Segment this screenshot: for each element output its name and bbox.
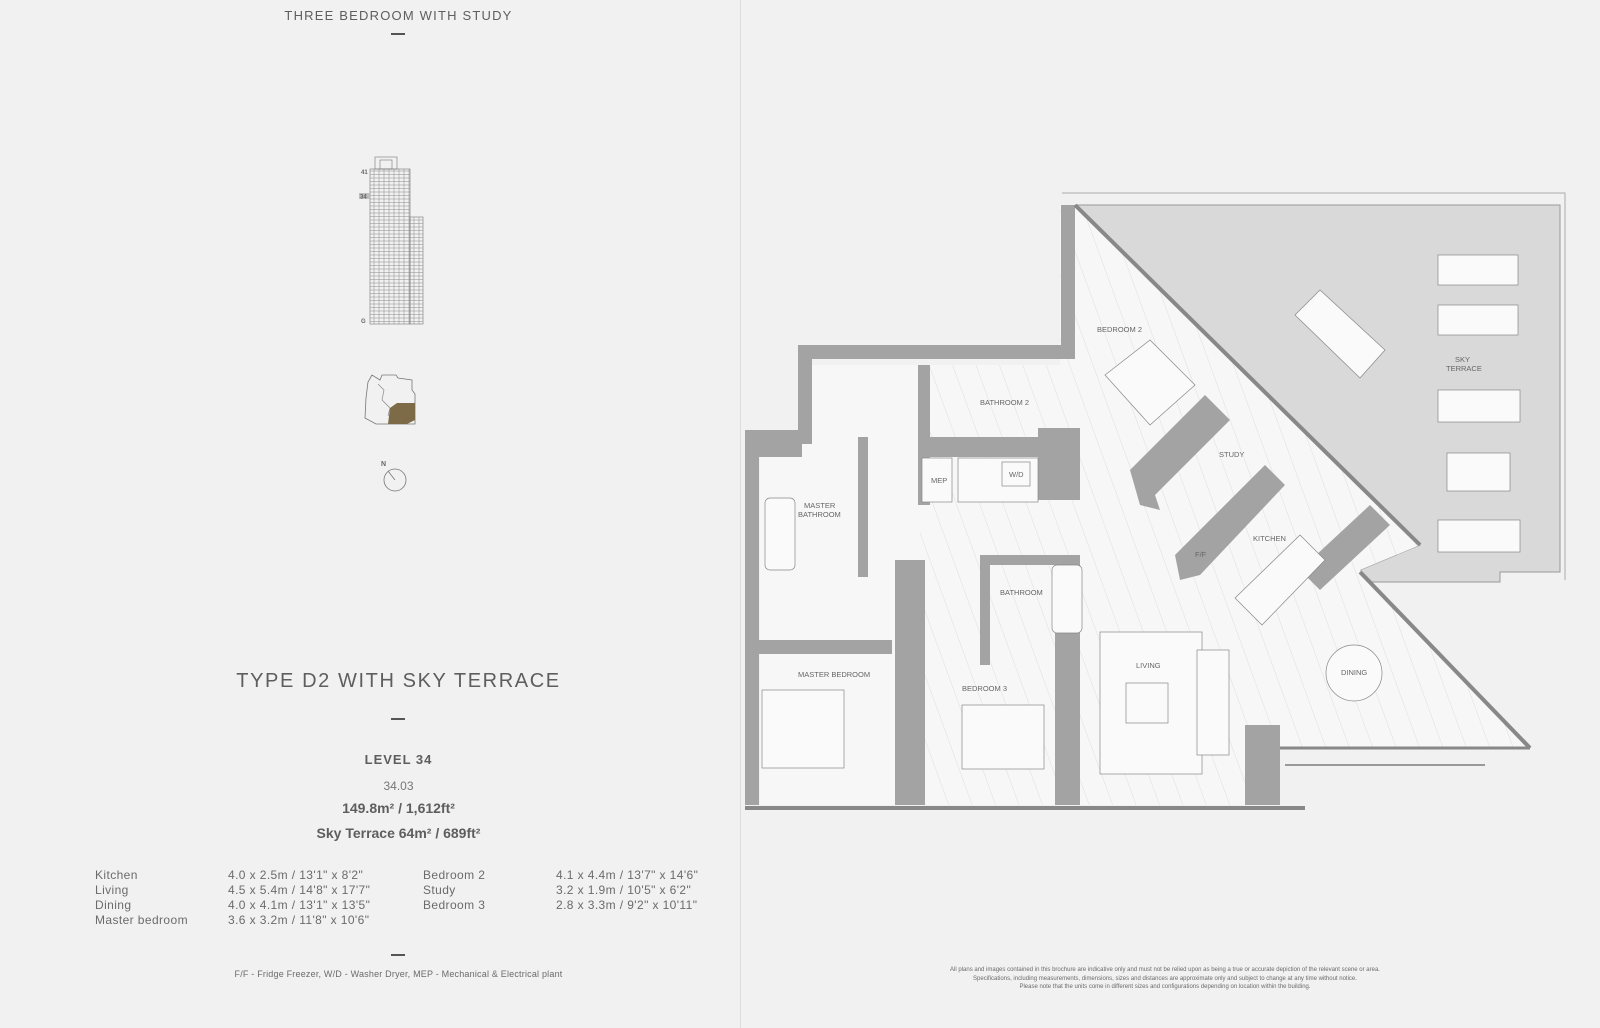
- terrace-table: [1294, 289, 1386, 379]
- unit-type-title: TYPE D2 WITH SKY TERRACE: [236, 670, 561, 692]
- master-bed: [761, 689, 845, 769]
- terrace-boundary: [1062, 192, 1566, 580]
- bath-tub: [1051, 564, 1083, 634]
- label-kitchen: KITCHEN: [1253, 534, 1286, 543]
- label-ff: F/F: [1195, 550, 1207, 559]
- label-wd: W/D: [1009, 470, 1024, 479]
- mep-cupboard: [921, 457, 953, 503]
- label-living: LIVING: [1136, 661, 1161, 670]
- kitchen-island: [1234, 534, 1326, 626]
- label-bathroom: BATHROOM: [1000, 588, 1043, 597]
- room-name: Bedroom 2: [423, 868, 486, 882]
- unit-level: LEVEL 34: [364, 752, 433, 767]
- master-bath-tub: [764, 497, 796, 571]
- label-sky-terrace-2: TERRACE: [1446, 364, 1482, 373]
- room-name: Study: [423, 883, 456, 897]
- type-divider: [391, 718, 405, 720]
- building-elevation-icon: 41 34 G: [359, 156, 424, 325]
- label-master-bathroom-2: BATHROOM: [798, 510, 841, 519]
- glazing-terrace: [1073, 203, 1422, 547]
- room-name: Bedroom 3: [423, 898, 486, 912]
- room-size: 4.5 x 5.4m / 14'8" x 17'7": [228, 883, 371, 897]
- exterior-wall: [745, 205, 1075, 805]
- label-study: STUDY: [1219, 450, 1244, 459]
- coffee-table: [1125, 682, 1169, 724]
- room-sizes-left: 4.0 x 2.5m / 13'1" x 8'2" 4.5 x 5.4m / 1…: [228, 868, 370, 928]
- label-dining: DINING: [1341, 668, 1367, 677]
- disclaimer-line: Specifications, including measurements, …: [973, 975, 1357, 982]
- room-size: 4.0 x 4.1m / 13'1" x 13'5": [228, 898, 371, 912]
- room-name: Kitchen: [95, 868, 138, 882]
- room-size: 4.1 x 4.4m / 13'7" x 14'6": [556, 868, 699, 882]
- label-bedroom2: BEDROOM 2: [1097, 325, 1142, 334]
- sofa: [1196, 649, 1230, 756]
- outdoor-sofa: [1437, 519, 1521, 553]
- disclaimer-line: Please note that the units come in diffe…: [1019, 984, 1311, 990]
- page-divider: [740, 0, 741, 1028]
- bedroom2-bed: [1104, 339, 1196, 426]
- compass-icon: N: [381, 461, 407, 492]
- room-size: 2.8 x 3.3m / 9'2" x 10'11": [556, 898, 698, 912]
- label-master-bedroom: MASTER BEDROOM: [798, 670, 870, 679]
- sun-lounger: [1437, 254, 1519, 286]
- glazing-dining: [1358, 570, 1532, 750]
- room-sizes-right: 4.1 x 4.4m / 13'7" x 14'6" 3.2 x 1.9m / …: [556, 868, 698, 913]
- unit-number: 34.03: [383, 779, 414, 793]
- compass-north-label: N: [381, 461, 386, 468]
- room-names-right: Bedroom 2 Study Bedroom 3: [423, 868, 485, 913]
- title-divider: [391, 33, 405, 35]
- outdoor-table: [1446, 452, 1511, 492]
- sun-lounger: [1437, 304, 1519, 336]
- bedroom3-bed: [961, 704, 1045, 770]
- unit-area: 149.8m² / 1,612ft²: [342, 800, 455, 816]
- floor-label-current: 34: [360, 195, 367, 201]
- disclaimer-line: All plans and images contained in this b…: [950, 967, 1380, 973]
- room-size: 4.0 x 2.5m / 13'1" x 8'2": [228, 868, 364, 882]
- washer-dryer: [1001, 461, 1031, 487]
- interior-walls: [752, 365, 1390, 805]
- label-sky-terrace-1: SKY: [1455, 355, 1470, 364]
- room-name: Living: [95, 883, 129, 897]
- label-mep: MEP: [931, 476, 947, 485]
- room-size: 3.2 x 1.9m / 10'5" x 6'2": [556, 883, 692, 897]
- abbreviations-footnote: F/F - Fridge Freezer, W/D - Washer Dryer…: [234, 969, 563, 979]
- page-title: THREE BEDROOM WITH STUDY: [284, 8, 513, 23]
- room-names-left: Kitchen Living Dining Master bedroom: [95, 868, 188, 928]
- floor-label-top: 41: [361, 170, 368, 176]
- label-bedroom3: BEDROOM 3: [962, 684, 1007, 693]
- footnote-divider: [391, 954, 405, 956]
- label-master-bathroom-1: MASTER: [804, 501, 836, 510]
- room-size: 3.6 x 3.2m / 11'8" x 10'6": [228, 913, 370, 927]
- outdoor-sofa: [1437, 389, 1521, 423]
- disclaimer: All plans and images contained in this b…: [905, 966, 1425, 992]
- key-plan-icon: [364, 374, 416, 425]
- label-bathroom2: BATHROOM 2: [980, 398, 1029, 407]
- terrace-area: Sky Terrace 64m² / 689ft²: [316, 825, 481, 841]
- room-name: Master bedroom: [95, 913, 188, 927]
- current-floor-marker: [359, 193, 370, 199]
- room-name: Dining: [95, 898, 132, 912]
- dining-table: [1325, 644, 1383, 702]
- floor-label-ground: G: [361, 319, 366, 325]
